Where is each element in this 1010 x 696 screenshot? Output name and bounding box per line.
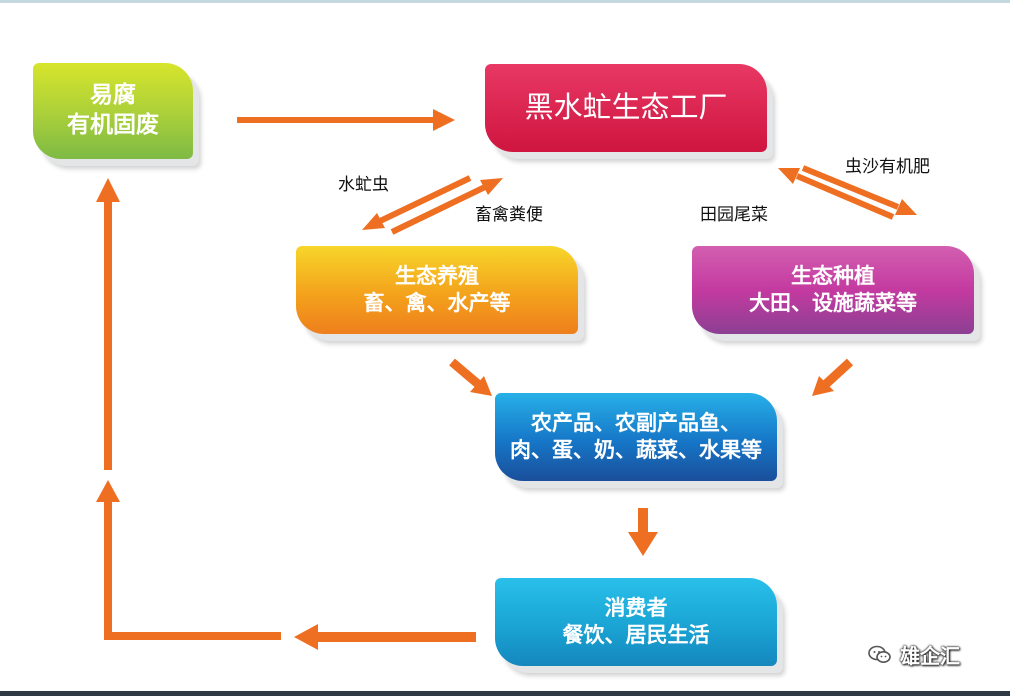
arrow-breeding-to-products [449,358,492,396]
node-agri-products-line1: 农产品、农副产品鱼、 [531,410,741,435]
node-consumer: 消费者 餐饮、居民生活 [495,578,777,666]
arrow-factory-to-breeding [362,175,472,230]
arrow-planting-to-factory [778,168,895,220]
watermark-text: 雄企汇 [900,644,960,668]
node-eco-planting: 生态种植 大田、设施蔬菜等 [692,246,974,334]
node-organic-waste: 易腐 有机固废 [33,63,193,159]
node-eco-planting-line1: 生态种植 [791,263,875,288]
node-bsf-factory-label: 黑水虻生态工厂 [524,90,728,125]
node-consumer-line2: 餐饮、居民生活 [562,623,710,647]
arrow-planting-to-products [812,358,854,396]
edge-label-field-residue: 田园尾菜 [700,205,768,225]
node-eco-breeding-line2: 畜、禽、水产等 [363,291,511,315]
node-organic-waste-line2: 有机固废 [67,112,159,138]
bottom-border [0,691,1010,696]
node-agri-products-line2: 肉、蛋、奶、蔬菜、水果等 [510,438,762,462]
node-eco-breeding: 生态养殖 畜、禽、水产等 [296,246,578,334]
node-organic-waste-line1: 易腐 [90,82,136,109]
edge-label-bsf-larvae: 水虻虫 [338,175,389,195]
node-consumer-line1: 消费者 [604,595,668,620]
arrow-factory-to-planting [801,165,917,215]
node-eco-breeding-line1: 生态养殖 [395,263,479,288]
node-eco-planting-line2: 大田、设施蔬菜等 [749,291,917,315]
edge-label-frass-fertilizer: 虫沙有机肥 [845,157,930,177]
node-bsf-factory: 黑水虻生态工厂 [485,64,767,152]
arrow-breeding-to-factory [390,178,503,235]
arrow-loop-to-waste [96,178,281,640]
top-border [0,0,1010,3]
arrow-products-to-consumer [628,508,658,556]
arrow-waste-to-factory [237,109,455,131]
arrow-consumer-to-left [294,624,476,650]
edge-label-manure: 畜禽粪便 [475,205,543,225]
node-agri-products: 农产品、农副产品鱼、 肉、蛋、奶、蔬菜、水果等 [495,393,777,481]
wechat-icon [868,645,892,665]
watermark: 雄企汇 [868,640,960,669]
